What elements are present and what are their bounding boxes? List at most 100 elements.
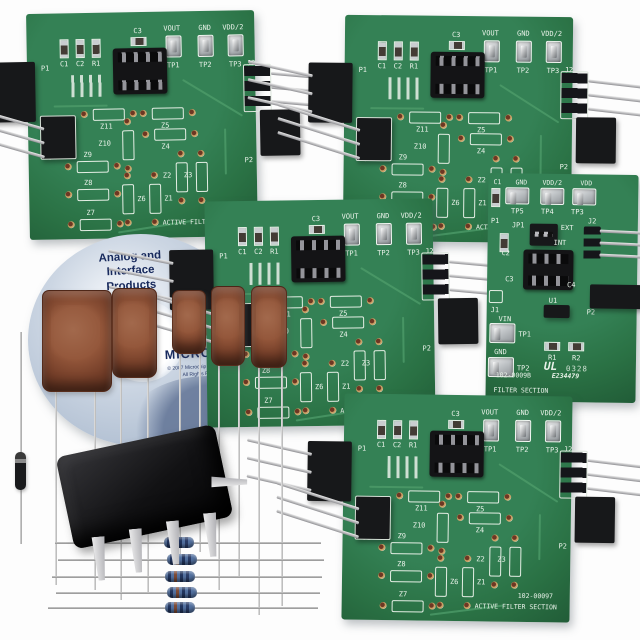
p2-connector xyxy=(574,496,616,544)
u1-ic-smd xyxy=(543,304,570,319)
testpoint-pad-tp3 xyxy=(544,420,562,443)
tp1-silk-label: TP1 xyxy=(345,249,358,258)
p2-silk-label: P2 xyxy=(558,542,567,551)
z7-footprint xyxy=(391,600,424,613)
gnd-silk-label: GND xyxy=(516,408,530,417)
pcb-trace xyxy=(224,128,227,175)
z4-silk-label: Z4 xyxy=(339,330,348,339)
tp1-silk-label: TP1 xyxy=(484,66,498,75)
z8-footprint xyxy=(77,188,110,202)
testpoint-pad-tp1 xyxy=(489,322,516,344)
r1-resistor-smd xyxy=(269,226,280,246)
smd-pad-cluster xyxy=(388,77,423,100)
z3-footprint xyxy=(509,546,522,577)
z1-silk-label: Z1 xyxy=(478,199,487,208)
testpoint-pad-tp1 xyxy=(482,419,500,442)
p1-silk-label: P1 xyxy=(357,444,367,453)
tp1-silk-label: TP1 xyxy=(518,330,532,339)
z4-silk-label: Z4 xyxy=(161,142,170,151)
pcb-trace xyxy=(402,316,405,363)
z4-footprint xyxy=(154,128,187,141)
tp3-silk-label: TP3 xyxy=(546,66,560,76)
r1-silk-label: R1 xyxy=(408,441,418,450)
r2-silk-label: R2 xyxy=(571,354,581,363)
r1-silk-label: R1 xyxy=(91,59,101,68)
z7-silk-label: Z7 xyxy=(398,590,408,599)
z8-silk-label: Z8 xyxy=(261,366,271,375)
tp2-silk-label: TP2 xyxy=(516,66,530,75)
tp2-silk-label: TP2 xyxy=(377,249,390,258)
r1-resistor-smd xyxy=(544,341,561,351)
z5-footprint xyxy=(467,491,500,504)
z4-footprint xyxy=(468,512,501,525)
z9-footprint xyxy=(76,160,109,174)
c2-silk-label: C2 xyxy=(254,247,263,256)
connector-pin xyxy=(599,229,640,235)
connector-pin xyxy=(599,241,640,247)
j2-pin-header xyxy=(242,63,272,113)
jp1-silk-label: JP1 xyxy=(511,221,525,230)
smd-pad-cluster xyxy=(71,74,106,98)
z1-silk-label: Z1 xyxy=(164,194,173,203)
z3-silk-label: Z3 xyxy=(183,171,193,180)
vdd2-silk-label: VDD/2 xyxy=(540,409,562,418)
c2-capacitor-smd xyxy=(75,38,85,59)
vout-silk-label: VOUT xyxy=(481,408,499,417)
connector-pin xyxy=(276,509,360,539)
j2-pin-header xyxy=(583,226,601,262)
z11-silk-label: Z11 xyxy=(414,504,428,513)
z3-silk-label: Z3 xyxy=(497,555,506,564)
resistor xyxy=(165,602,195,613)
vout-silk-label: VOUT xyxy=(163,24,181,33)
z10-silk-label: Z10 xyxy=(413,142,427,151)
z3-silk-label: Z3 xyxy=(361,359,371,368)
r1-silk-label: R1 xyxy=(409,62,419,71)
p2-silk-label: P2 xyxy=(559,163,569,172)
capacitor xyxy=(112,288,157,378)
testpoint-pad-tp3 xyxy=(227,34,244,57)
ul-mark: UL xyxy=(543,359,558,373)
z11-silk-label: Z11 xyxy=(99,122,113,131)
resistor xyxy=(165,571,195,582)
c1-capacitor-smd xyxy=(377,41,387,61)
z6-silk-label: Z6 xyxy=(449,577,459,587)
z1-footprint xyxy=(149,183,162,214)
p2-connector xyxy=(437,297,479,345)
c1-capacitor-smd xyxy=(59,39,69,59)
z8-silk-label: Z8 xyxy=(397,560,406,569)
z6-footprint xyxy=(434,566,448,597)
c1-capacitor-smd xyxy=(237,227,248,247)
c4-silk-label: C4 xyxy=(566,281,576,290)
z9-footprint xyxy=(391,163,424,176)
pcb-trace xyxy=(369,485,424,489)
resistor xyxy=(167,587,197,598)
z11-footprint xyxy=(409,111,442,124)
j1-connector xyxy=(355,116,393,162)
p2-silk-label: P2 xyxy=(422,344,431,353)
ul-file-number: E234479 xyxy=(551,371,580,381)
connector-pin xyxy=(588,79,640,91)
z8-footprint xyxy=(389,570,423,583)
tp1-silk-label: TP1 xyxy=(483,445,497,454)
gnd-silk-label: GND xyxy=(516,29,530,38)
z10-silk-label: Z10 xyxy=(98,139,112,148)
testpoint-pad-tp2 xyxy=(197,34,214,58)
dip8-ic-socket xyxy=(429,430,485,478)
c2-capacitor-smd xyxy=(499,233,509,253)
resistor xyxy=(167,554,197,565)
z9-silk-label: Z9 xyxy=(398,153,408,162)
tp3-silk-label: TP3 xyxy=(228,60,242,69)
capacitor xyxy=(42,290,112,392)
p1-silk-label: P1 xyxy=(490,217,500,226)
p2-connector xyxy=(575,117,617,164)
testpoint-pad-tp3 xyxy=(405,222,423,245)
pcb-trace xyxy=(538,514,541,561)
z6-footprint xyxy=(299,372,313,403)
z2-silk-label: Z2 xyxy=(476,555,485,564)
j1-pad xyxy=(488,289,503,304)
gnd-silk-label: GND xyxy=(515,178,528,187)
z8-silk-label: Z8 xyxy=(83,178,93,188)
z1-silk-label: Z1 xyxy=(476,578,486,587)
j1-silk-label: J1 xyxy=(490,306,500,315)
vdd2-silk-label: VDD/2 xyxy=(400,211,422,220)
